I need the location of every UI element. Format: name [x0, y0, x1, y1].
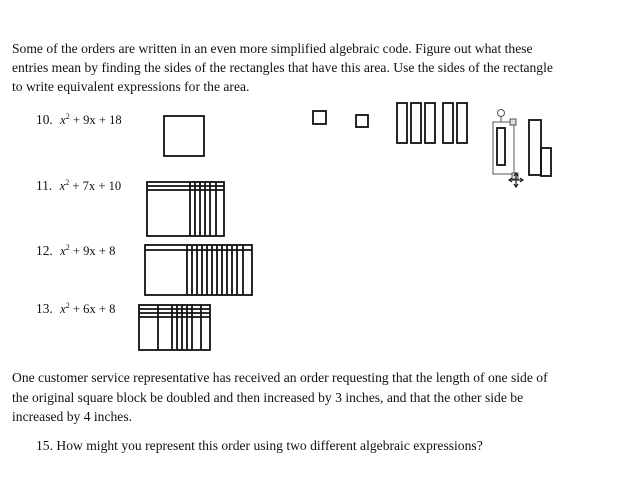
question-15: 15. How might you represent this order u…	[36, 438, 483, 453]
problem-expression: x2 + 9x + 18	[60, 112, 122, 127]
top-bar	[0, 0, 638, 30]
unit-tile[interactable]	[312, 110, 327, 125]
rotate-handle-icon	[497, 109, 505, 117]
resize-handle-icon	[509, 118, 517, 126]
unit-tile[interactable]	[355, 114, 369, 128]
x-tile[interactable]	[396, 102, 408, 144]
paragraph-line: One customer service representative has …	[12, 370, 548, 385]
problem-13: 13. x2 + 6x + 8	[36, 301, 115, 317]
intro-text: Some of the orders are written in an eve…	[12, 39, 632, 96]
problem-expression: x2 + 6x + 8	[60, 301, 116, 316]
tile-arrangement-13[interactable]	[138, 304, 211, 351]
selected-tile-group[interactable]	[492, 109, 525, 189]
problem-10: 10. x2 + 9x + 18	[36, 112, 122, 128]
problem-number: 12.	[36, 243, 53, 258]
x-squared-tile[interactable]	[163, 115, 205, 157]
paragraph-line: increased by 4 inches.	[12, 409, 133, 424]
problem-number: 11.	[36, 178, 53, 193]
intro-line: Some of the orders are written in an eve…	[12, 41, 533, 56]
x-tile[interactable]	[424, 102, 436, 144]
problem-12: 12. x2 + 9x + 8	[36, 243, 115, 259]
intro-line: entries mean by finding the sides of the…	[12, 60, 553, 75]
x-tile[interactable]	[442, 102, 454, 144]
x-tile[interactable]	[410, 102, 422, 144]
order-paragraph: One customer service representative has …	[12, 368, 632, 427]
problem-expression: x2 + 9x + 8	[60, 243, 116, 258]
paragraph-line: the original square block be doubled and…	[12, 389, 524, 405]
move-cursor-icon	[507, 171, 525, 189]
problem-expression: x2 + 7x + 10	[59, 178, 122, 193]
tile-pair[interactable]	[528, 119, 552, 177]
intro-line: to write equivalent expressions for the …	[12, 79, 250, 94]
tile-arrangement-12[interactable]	[144, 244, 253, 296]
tile-arrangement-11[interactable]	[146, 181, 225, 237]
problem-number: 13.	[36, 301, 53, 316]
problem-number: 10.	[36, 112, 53, 127]
problem-11: 11. x2 + 7x + 10	[36, 178, 121, 194]
x-tile[interactable]	[456, 102, 468, 144]
